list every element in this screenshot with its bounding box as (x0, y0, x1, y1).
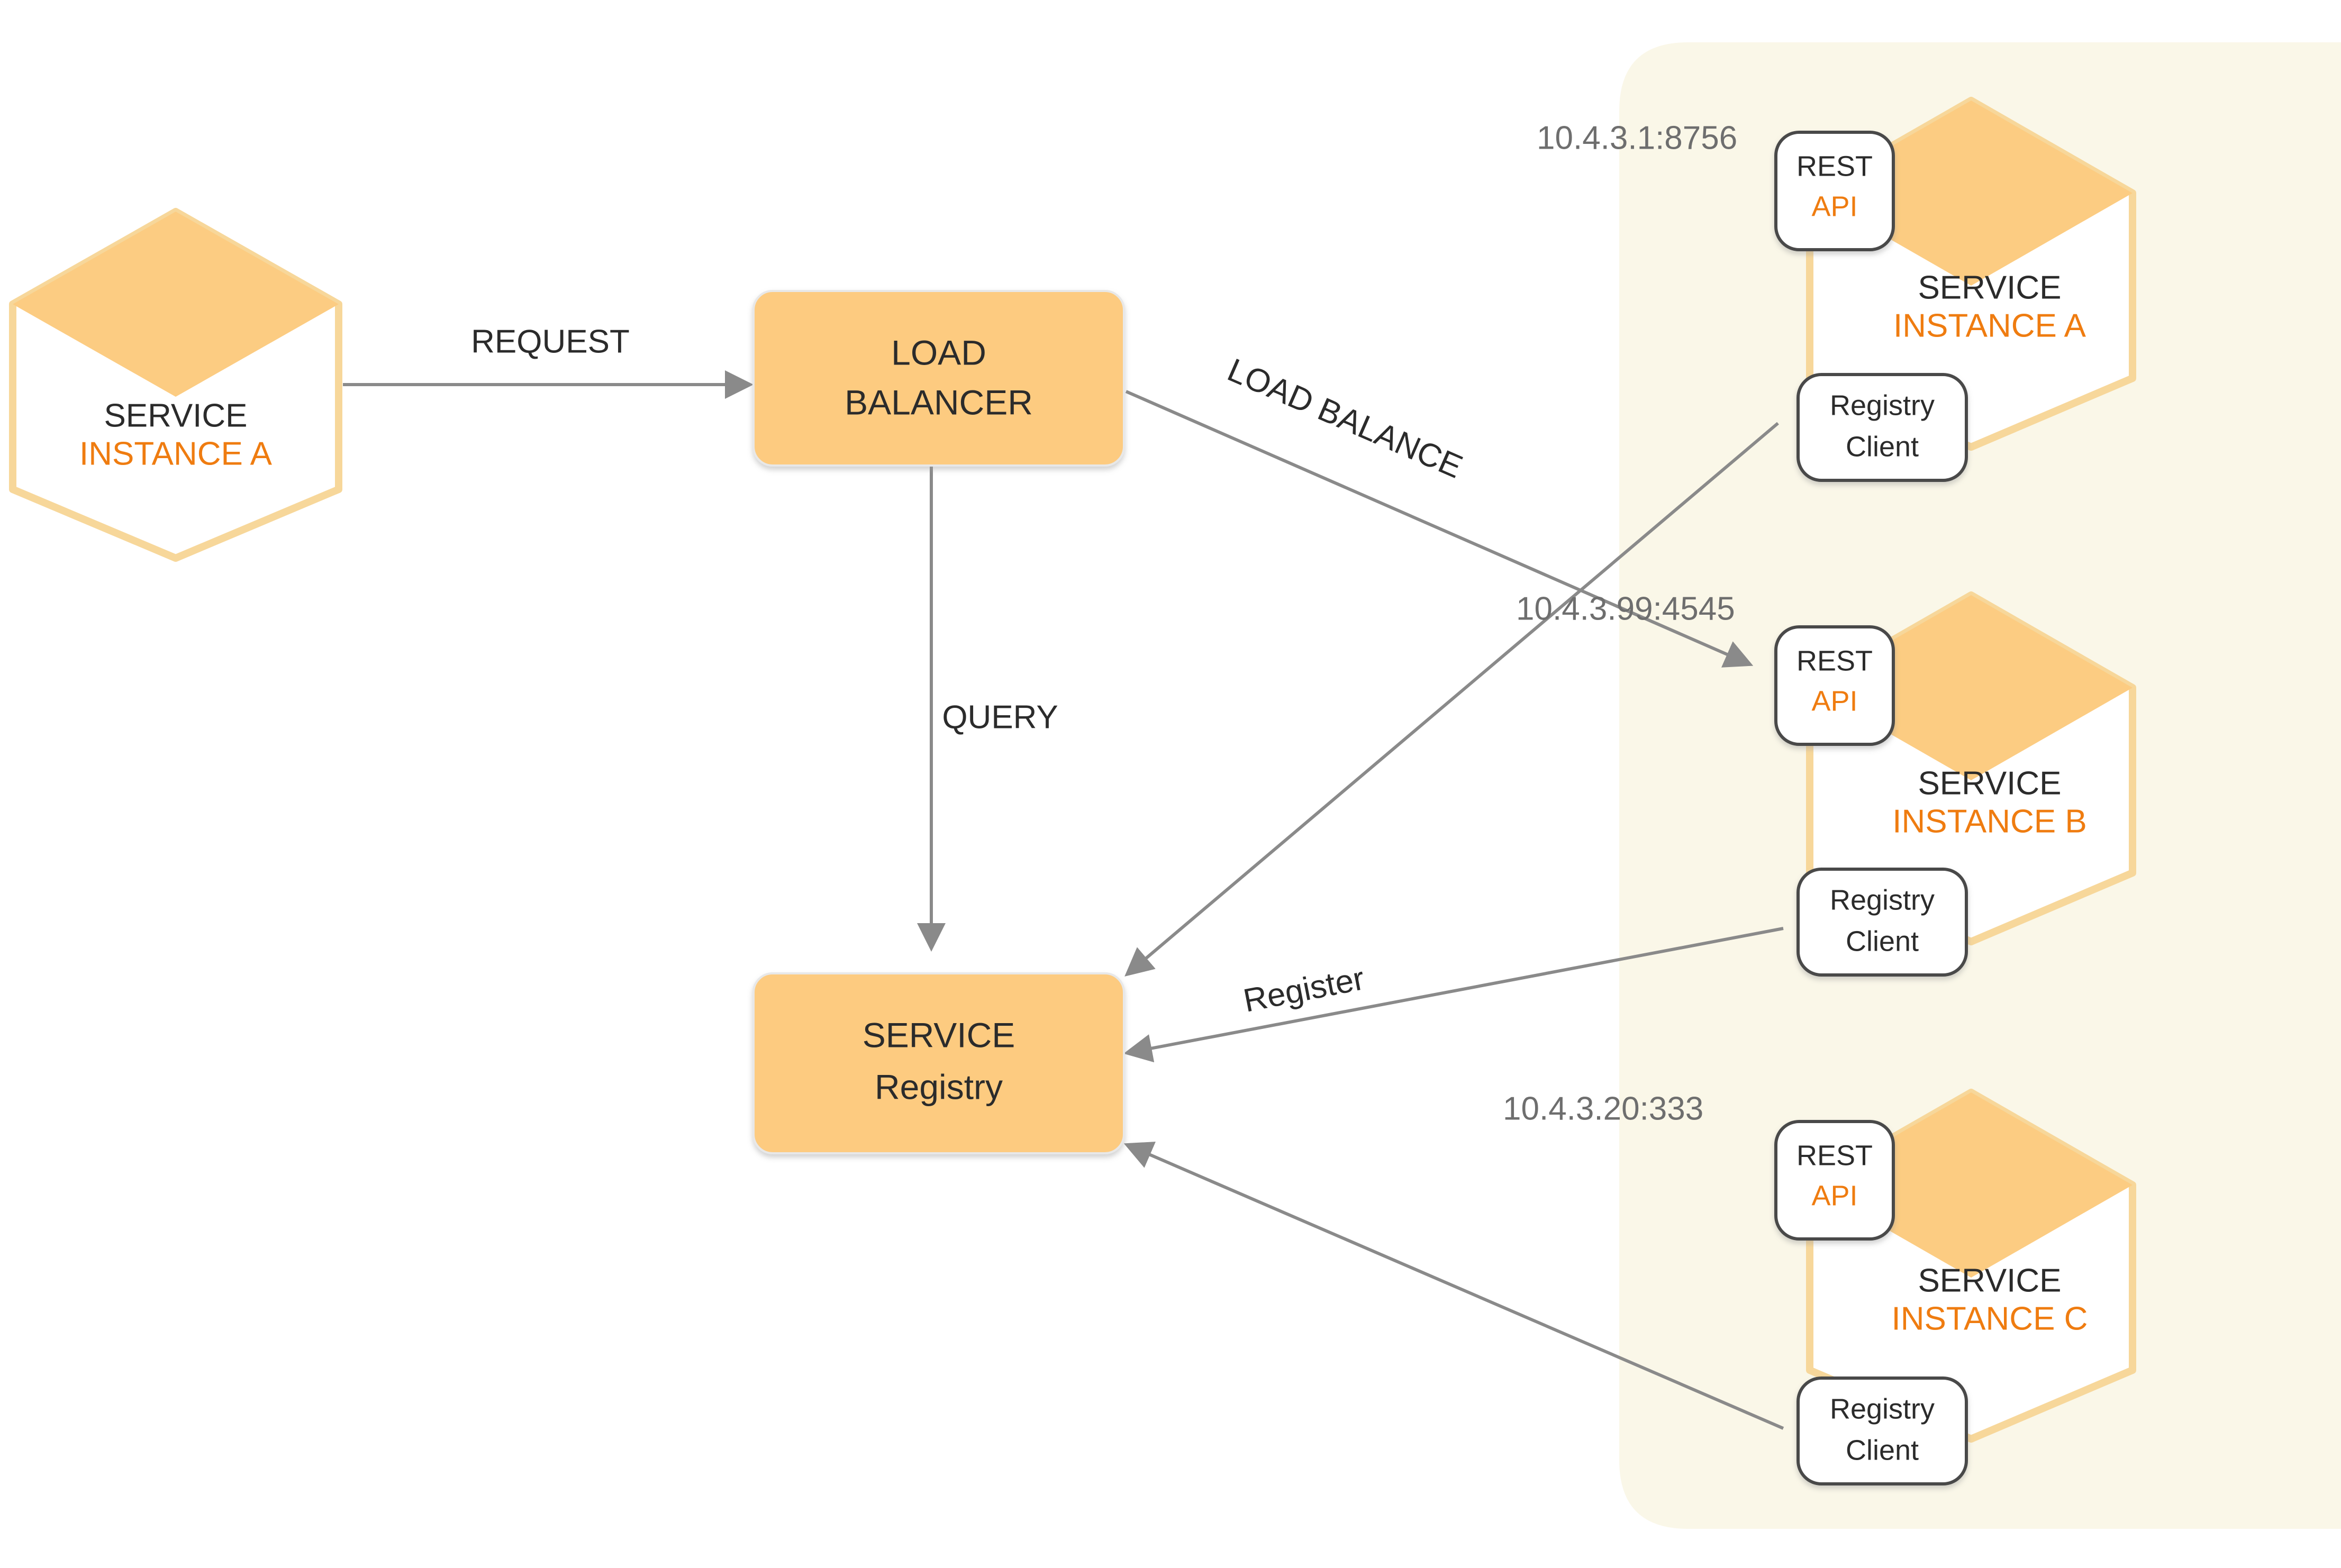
edge-register-c (1123, 1142, 1784, 1430)
registry-client-c-line2: Client (1846, 1434, 1919, 1466)
rest-api-chip-a (1774, 131, 1895, 251)
rest-api-c[interactable]: REST API (1774, 1120, 1895, 1241)
rest-api-chip-b (1774, 625, 1895, 746)
edge-label-request: REQUEST (471, 323, 630, 360)
load-balancer-box (752, 290, 1125, 467)
instance-b-address: 10.4.3.99:4545 (1516, 590, 1735, 627)
edge-label-query: QUERY (942, 699, 1058, 735)
rest-api-b-line1: REST (1796, 645, 1873, 677)
edge-label-load-balance: LOAD BALANCE (1222, 352, 1468, 486)
rest-api-c-line1: REST (1796, 1139, 1873, 1171)
registry-client-chip-b (1796, 868, 1968, 977)
service-registry-label-line1: SERVICE (863, 1015, 1015, 1054)
registry-client-a-line1: Registry (1830, 389, 1935, 421)
rest-api-a-line2: API (1811, 190, 1857, 222)
service-registry-box (752, 972, 1125, 1154)
service-instance-b[interactable]: SERVICE INSTANCE B REST API Registry Cli… (1516, 590, 2136, 977)
load-balancer-label-line1: LOAD (891, 333, 986, 372)
registry-client-b-line1: Registry (1830, 884, 1935, 916)
registry-client-c[interactable]: Registry Client (1796, 1376, 1968, 1485)
edge-register-a (1124, 422, 1779, 977)
registry-client-a-line2: Client (1846, 431, 1919, 462)
hexagon-cap (13, 212, 339, 397)
load-balancer-label-line2: BALANCER (845, 382, 1033, 422)
edge-load-balance (1125, 390, 1754, 668)
load-balancer-node[interactable]: LOAD BALANCER (752, 290, 1125, 467)
rest-api-chip-c (1774, 1120, 1895, 1241)
client-label-line1: SERVICE (104, 397, 247, 434)
registry-client-a[interactable]: Registry Client (1796, 373, 1968, 482)
rest-api-b[interactable]: REST API (1774, 625, 1895, 746)
instance-c-address: 10.4.3.20:333 (1503, 1090, 1703, 1127)
registry-client-chip-a (1796, 373, 1968, 482)
service-instance-a[interactable]: SERVICE INSTANCE A REST API Registry Cli… (1537, 97, 2136, 482)
service-registry-label-line2: Registry (875, 1067, 1003, 1106)
registry-client-c-line1: Registry (1830, 1393, 1935, 1425)
instance-b-label-line2: INSTANCE B (1892, 803, 2086, 840)
rest-api-a[interactable]: REST API (1774, 131, 1895, 251)
service-instance-c[interactable]: SERVICE INSTANCE C REST API Registry Cli… (1503, 1089, 2136, 1485)
instance-b-label-line1: SERVICE (1918, 765, 2061, 801)
instance-a-address: 10.4.3.1:8756 (1537, 120, 1737, 156)
registry-client-chip-c (1796, 1376, 1968, 1485)
registry-client-b-line2: Client (1846, 925, 1919, 957)
instance-c-label-line2: INSTANCE C (1892, 1300, 2088, 1337)
rest-api-a-line1: REST (1796, 150, 1873, 182)
rest-api-b-line2: API (1811, 685, 1857, 717)
instance-c-label-line1: SERVICE (1918, 1262, 2061, 1299)
instance-a-label-line1: SERVICE (1918, 269, 2061, 306)
instance-a-label-line2: INSTANCE A (1893, 307, 2086, 344)
rest-api-c-line2: API (1811, 1180, 1857, 1211)
client-label-line2: INSTANCE A (79, 435, 273, 472)
registry-client-b[interactable]: Registry Client (1796, 868, 1968, 977)
edge-register-b (1123, 927, 1784, 1063)
service-registry-node[interactable]: SERVICE Registry (752, 972, 1125, 1154)
client-service-instance-a[interactable]: SERVICE INSTANCE A (9, 208, 342, 562)
